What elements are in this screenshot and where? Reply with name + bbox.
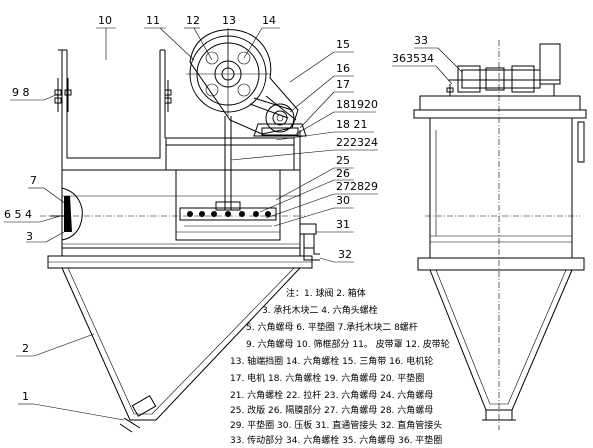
legend-line-4: 9. 六角螺母 10. 筛框部分 11。 皮带罩 12. 皮带轮 [246, 338, 450, 350]
callout-25: 25 [336, 154, 350, 167]
side-valve [50, 187, 83, 241]
callout-2: 2 [22, 342, 29, 355]
callout-272829: 272829 [336, 180, 378, 193]
callout-13: 13 [222, 14, 236, 27]
callout-12: 12 [186, 14, 200, 27]
callout-363534: 363534 [392, 52, 434, 65]
callout-10: 10 [98, 14, 112, 27]
legend-line-10: 33. 传动部分 34. 六角螺栓 35. 六角螺母 36. 平垫圈 [230, 434, 442, 446]
callout-14: 14 [262, 14, 276, 27]
parts-legend: 注：1. 球阀 2. 箱体 3. 承托木块二 4. 六角头螺栓 5. 六角螺母 … [230, 287, 450, 446]
leader-lines [4, 27, 463, 421]
callout-17: 17 [336, 78, 350, 91]
pipe-fittings [299, 223, 320, 261]
legend-line-5: 13. 轴端挡圈 14. 六角螺栓 15. 三角带 16. 电机轮 [230, 355, 433, 367]
callout-7: 7 [30, 174, 37, 187]
callout-222324: 222324 [336, 136, 378, 149]
diaphragm [179, 201, 277, 227]
callout-16: 16 [336, 62, 350, 75]
top-bolts [54, 78, 172, 112]
v-belt [249, 97, 293, 119]
drive-support [165, 137, 295, 241]
legend-line-3: 5. 六角螺母 6. 平垫圈 7.承托木块二 8螺杆 [246, 321, 418, 333]
side-hopper [417, 257, 585, 421]
callout-labels: 10 11 12 13 14 9 8 15 16 17 181920 18 21… [4, 14, 434, 403]
legend-line-8: 25. 改版 26. 隔膜部分 27. 六角螺母 28. 六角螺母 [230, 404, 433, 416]
bottom-valve [119, 395, 157, 433]
belt-cover [189, 29, 299, 135]
callout-181920: 181920 [336, 98, 378, 111]
legend-line-9: 29. 平垫圈 30. 压板 31. 直通管接头 32. 直角管接头 [230, 419, 442, 431]
spindle-rod [224, 116, 232, 210]
callout-26: 26 [336, 167, 350, 180]
callout-18-21: 18 21 [336, 118, 368, 131]
legend-line-1: 注：1. 球阀 2. 箱体 [286, 287, 366, 299]
callout-15: 15 [336, 38, 350, 51]
screen-frame [58, 49, 301, 249]
legend-line-6: 17. 电机 18. 六角螺栓 19. 六角螺母 20. 平垫圈 [230, 372, 424, 384]
callout-33: 33 [414, 34, 428, 47]
side-view [413, 40, 587, 430]
side-housing [413, 95, 587, 258]
legend-line-2: 3. 承托木块二 4. 六角头螺栓 [262, 304, 378, 316]
callout-30: 30 [336, 194, 350, 207]
front-view [40, 29, 320, 433]
callout-31: 31 [336, 218, 350, 231]
callout-9-8: 9 8 [12, 86, 30, 99]
legend-line-7: 21. 六角螺栓 22. 拉杆 23. 六角螺母 24. 六角螺母 [230, 389, 433, 401]
callout-6-5-4: 6 5 4 [4, 208, 32, 221]
callout-11: 11 [146, 14, 160, 27]
callout-3: 3 [26, 230, 33, 243]
callout-32: 32 [338, 248, 352, 261]
hopper [47, 248, 313, 421]
callout-1: 1 [22, 390, 29, 403]
drive-unit [446, 43, 561, 96]
